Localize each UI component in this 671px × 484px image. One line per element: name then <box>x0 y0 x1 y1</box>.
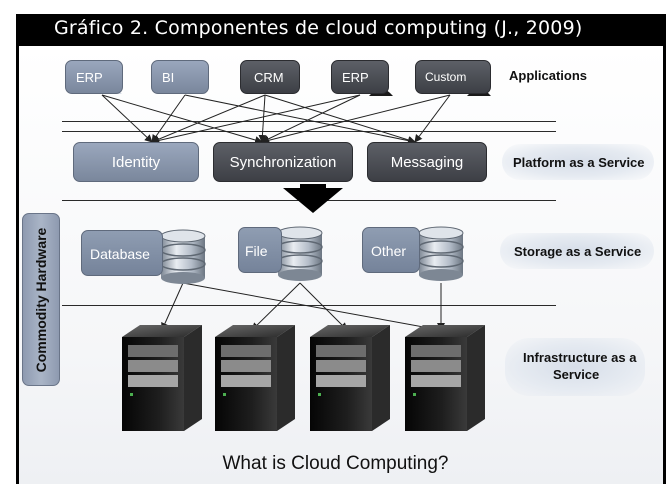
caption-bar <box>16 14 666 46</box>
platform-label: Synchronization <box>229 154 337 171</box>
app-box-erp-2: ERP <box>331 60 389 94</box>
database-cylinder-icon <box>160 229 206 284</box>
app-box-crm: CRM <box>240 60 300 94</box>
storage-label: Database <box>90 246 150 262</box>
separator-line <box>62 305 556 306</box>
app-label: BI <box>162 70 175 85</box>
platform-box-synchronization: Synchronization <box>213 142 353 182</box>
storage-cloud <box>500 233 654 269</box>
platform-label-side: Platform as a Service <box>513 155 645 170</box>
server-icon <box>122 325 202 431</box>
figure-caption: Gráfico 2. Componentes de cloud computin… <box>54 17 583 39</box>
separator-line <box>62 131 556 132</box>
app-label: Custom <box>425 70 467 84</box>
other-cylinder-icon <box>418 226 464 281</box>
storage-label: File <box>245 243 268 259</box>
platform-label: Messaging <box>390 154 464 171</box>
storage-box-file: File <box>238 227 282 273</box>
storage-server-connectors <box>161 282 445 333</box>
app-box-erp: ERP <box>65 60 123 94</box>
infrastructure-label-line1: Infrastructure as a <box>523 350 637 365</box>
server-icon <box>310 325 390 431</box>
platform-label: Identity <box>111 154 161 171</box>
server-icon <box>215 325 295 431</box>
app-label: ERP <box>76 70 103 85</box>
app-label: ERP <box>342 70 369 85</box>
infrastructure-cloud <box>505 338 645 396</box>
storage-box-database: Database <box>81 230 163 276</box>
commodity-hardware-label: Commodity Hardware <box>33 227 49 373</box>
diagram-title: What is Cloud Computing? <box>222 453 449 474</box>
separator-line <box>62 121 556 122</box>
applications-label: Applications <box>509 68 588 83</box>
file-cylinder-icon <box>277 226 323 281</box>
down-arrow-icon <box>283 188 343 213</box>
storage-box-other: Other <box>362 227 420 273</box>
server-icon <box>405 325 485 431</box>
commodity-hardware-bar <box>22 213 60 386</box>
app-label: CRM <box>254 70 284 85</box>
infrastructure-label-line2: Service <box>553 367 600 382</box>
storage-label: Other <box>371 243 407 259</box>
platform-box-identity: Identity <box>73 142 199 182</box>
app-box-custom: Custom <box>415 60 491 94</box>
platform-box-messaging: Messaging <box>367 142 487 182</box>
storage-label-side: Storage as a Service <box>514 244 642 259</box>
app-box-bi: BI <box>151 60 209 94</box>
app-platform-connectors <box>101 94 451 145</box>
platform-cloud <box>502 144 654 180</box>
